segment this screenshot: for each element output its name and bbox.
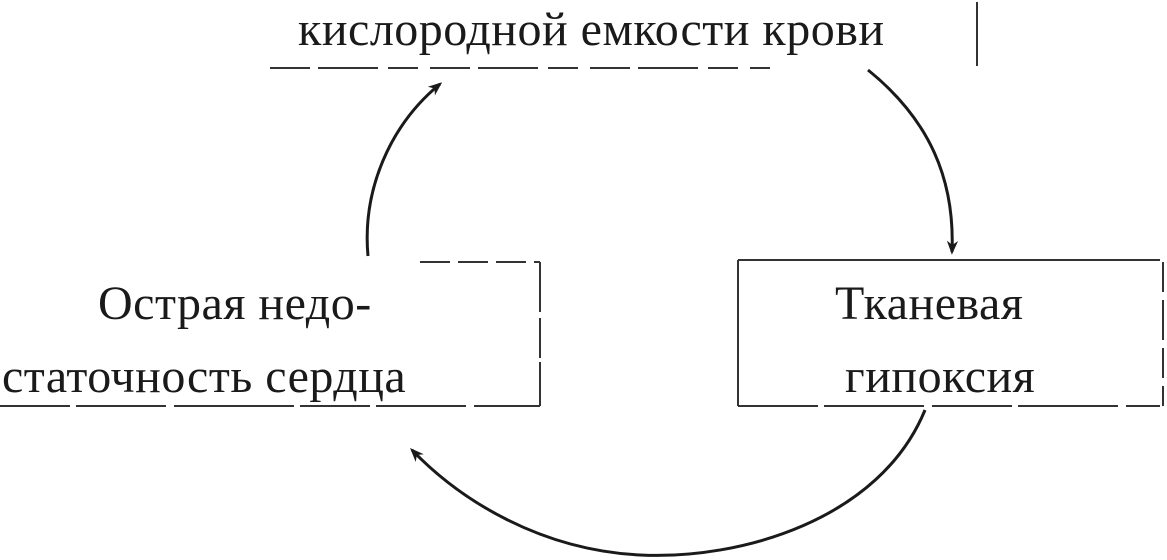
node-top-box [270,2,978,69]
node-right-box [737,259,1164,407]
node-left-label-line1: Острая недо- [98,277,372,330]
node-left-box [0,261,541,407]
edge-left-to-top [365,82,443,257]
node-right-label-line1: Тканевая [835,277,1024,330]
node-top-label: кислородной емкости крови [298,3,885,56]
edge-top-to-right [867,68,959,255]
node-right-label-line2: гипоксия [845,350,1036,403]
edge-right-to-left [410,409,927,557]
node-left-label-line2: статочность сердца [2,350,407,403]
